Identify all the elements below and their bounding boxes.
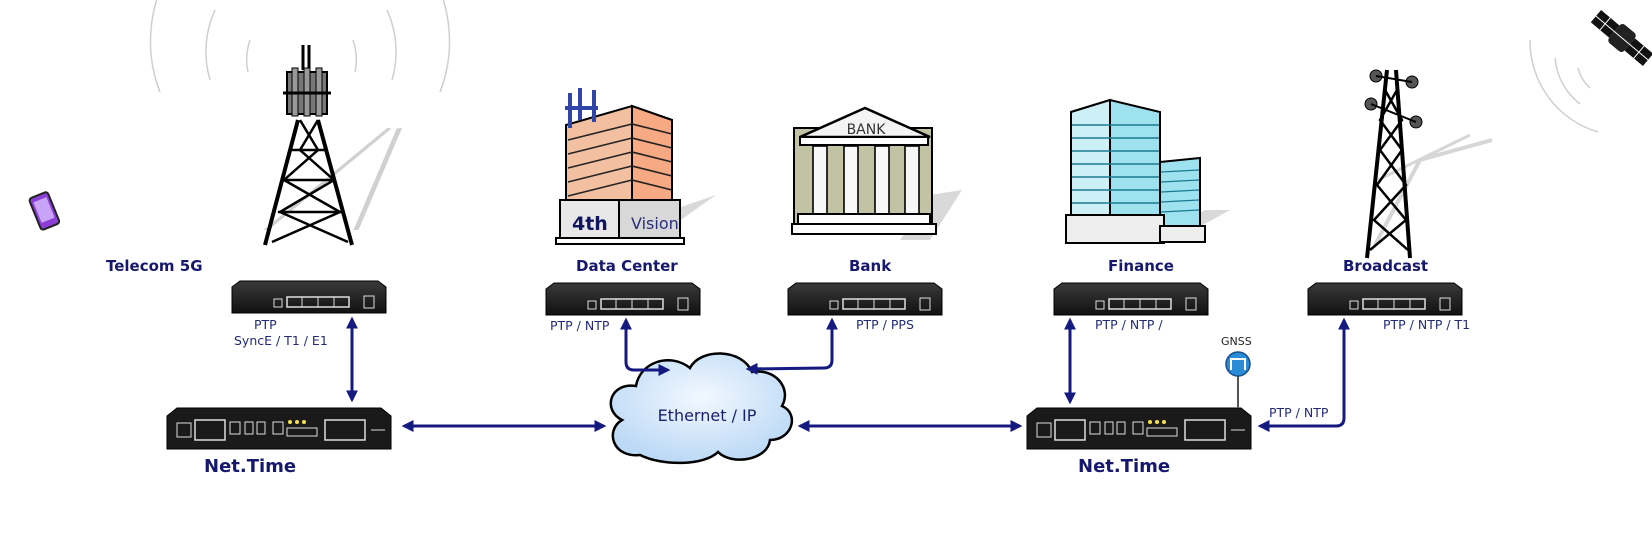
site-label-datacenter: Data Center [576,257,678,275]
gnss-antenna-icon [1225,351,1251,408]
antenna-icon [565,88,598,128]
site-label-broadcast: Broadcast [1343,257,1429,275]
grandmaster-clock-icon [1026,407,1252,450]
site-label-finance: Finance [1108,257,1174,275]
satellite-icon [1590,10,1652,66]
arrow-broadcast-nettime [1257,317,1350,432]
cell-tower-icon [263,45,403,246]
phone-icon [28,191,61,231]
protocol-bank: PTP / PPS [856,317,914,332]
protocol-datacenter: PTP / NTP [550,318,610,333]
device-label-left: Net.Time [204,456,297,477]
protocol-telecom-line2: SyncE / T1 / E1 [234,333,328,348]
protocol-broadcast: PTP / NTP / T1 [1383,317,1471,332]
protocol-finance: PTP / NTP / [1095,317,1163,332]
switch-icon [787,282,943,316]
switch-icon [1307,282,1463,316]
site-label-bank: Bank [849,257,892,275]
site-label-telecom: Telecom 5G [106,257,203,275]
grandmaster-clock-icon [166,407,392,450]
bank-sign: BANK [847,122,887,138]
switch-icon [1053,282,1209,316]
protocol-telecom-line1: PTP [254,317,277,332]
device-label-right: Net.Time [1078,456,1171,477]
arrow-datacenter-cloud [620,317,671,376]
switch-icon [545,282,701,316]
switch-icon [231,280,387,314]
bank-icon: BANK [791,106,962,240]
data-center-icon: 4th Vision [555,88,716,245]
radio-waves-icon [149,0,451,93]
satellite-waves-icon [1529,39,1599,133]
broadcast-tower-icon [1364,69,1493,259]
gnss-label: GNSS [1221,335,1252,348]
arrow-bank-cloud [745,317,838,375]
cloud-label: Ethernet / IP [658,406,757,425]
connection-arrows [346,316,1350,432]
protocol-right-link: PTP / NTP [1269,405,1329,420]
dc-logo-a: 4th [572,213,608,235]
dc-logo-b: Vision [631,214,679,233]
finance-building-icon [1065,98,1230,244]
